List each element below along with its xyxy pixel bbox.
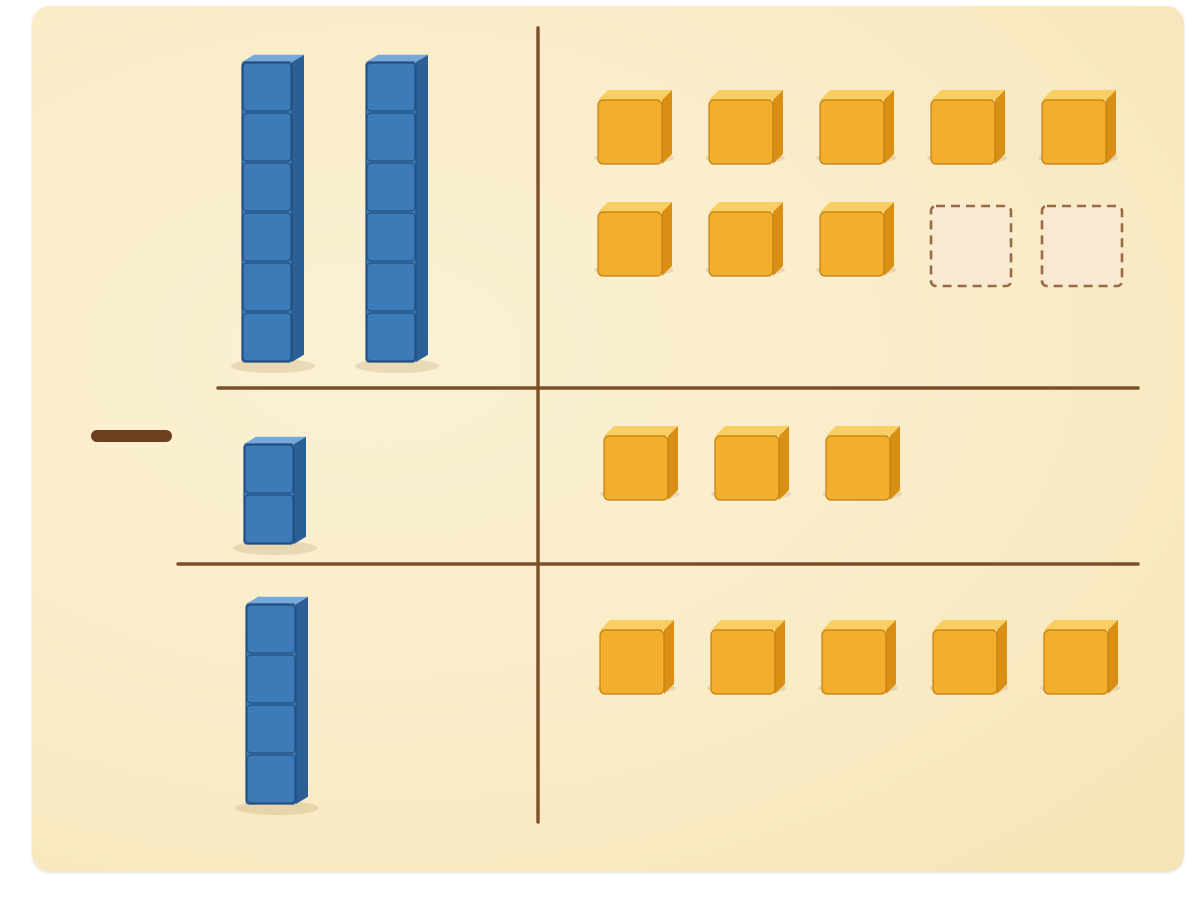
ones-cube xyxy=(1038,90,1118,165)
difference-row xyxy=(235,596,1120,815)
empty-cube-slot xyxy=(1040,204,1124,288)
rod-unit xyxy=(366,162,416,212)
rod-unit xyxy=(244,494,294,544)
ones-cube xyxy=(711,426,791,501)
ones-cube xyxy=(816,90,896,165)
rod-unit xyxy=(366,212,416,262)
ones-cube xyxy=(705,202,785,277)
tens-rod xyxy=(355,54,439,373)
ones-cube xyxy=(929,620,1009,695)
ones-cube xyxy=(596,620,676,695)
rod-unit xyxy=(242,112,292,162)
rod-unit xyxy=(244,444,294,494)
rod-unit xyxy=(246,654,296,704)
ones-cube xyxy=(927,90,1007,165)
rod-unit xyxy=(242,212,292,262)
ones-cube xyxy=(818,620,898,695)
tens-rod xyxy=(231,54,315,373)
rod-unit xyxy=(242,312,292,362)
rod-unit xyxy=(246,754,296,804)
base-ten-board xyxy=(32,6,1184,872)
ones-cube xyxy=(822,426,902,501)
rod-unit xyxy=(366,312,416,362)
ones-cube xyxy=(707,620,787,695)
subtrahend-row xyxy=(233,426,902,555)
ones-cube xyxy=(600,426,680,501)
ones-cube xyxy=(594,90,674,165)
ones-cube xyxy=(1040,620,1120,695)
subtraction-diagram xyxy=(91,26,1140,824)
minuend-row xyxy=(231,54,1124,373)
ones-cube xyxy=(816,202,896,277)
rod-unit xyxy=(366,62,416,112)
rod-unit xyxy=(246,704,296,754)
rod-unit xyxy=(246,604,296,654)
rod-unit xyxy=(366,262,416,312)
ones-cube xyxy=(594,202,674,277)
rod-unit xyxy=(242,62,292,112)
tens-rod xyxy=(235,596,319,815)
empty-cube-slot xyxy=(929,204,1013,288)
tens-rod xyxy=(233,436,317,555)
rod-unit xyxy=(242,162,292,212)
rod-unit xyxy=(242,262,292,312)
rod-unit xyxy=(366,112,416,162)
ones-cube xyxy=(705,90,785,165)
